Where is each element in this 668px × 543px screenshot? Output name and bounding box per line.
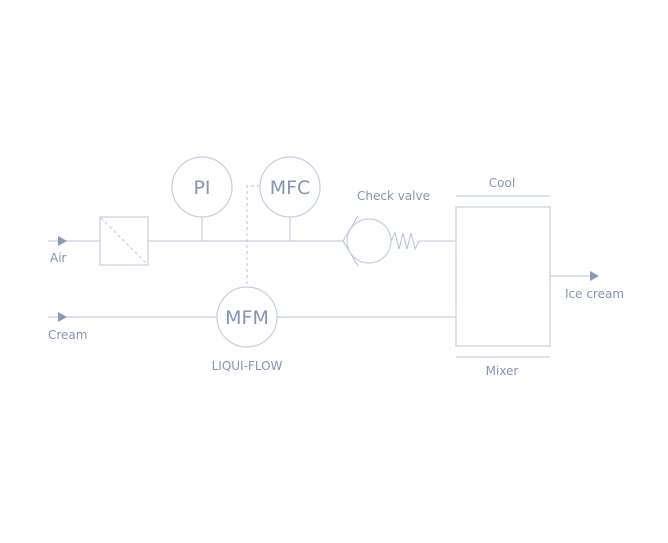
mixer-label: Mixer: [486, 364, 519, 378]
mfm-label: MFM: [225, 307, 269, 329]
mfc-label: MFC: [270, 177, 311, 199]
mixer-box: [455, 206, 551, 347]
filter-diagonal: [100, 217, 148, 265]
cream-inlet-arrow: [58, 312, 67, 322]
check-valve-ball: [346, 218, 392, 264]
cool-label: Cool: [489, 176, 515, 190]
air-inlet-arrow: [58, 236, 67, 246]
mfc-controller: [259, 156, 321, 218]
liquiflow-label: LIQUI-FLOW: [212, 359, 283, 373]
signal-line: [246, 185, 260, 290]
cream-label: Cream: [48, 328, 87, 342]
output-arrow: [590, 271, 599, 281]
air-label: Air: [50, 251, 67, 265]
check-valve-label: Check valve: [357, 189, 430, 203]
ice-cream-label: Ice cream: [565, 287, 624, 301]
check-valve-spring: [390, 231, 420, 251]
pi-label: PI: [193, 177, 210, 199]
pi-gauge: [171, 156, 233, 218]
